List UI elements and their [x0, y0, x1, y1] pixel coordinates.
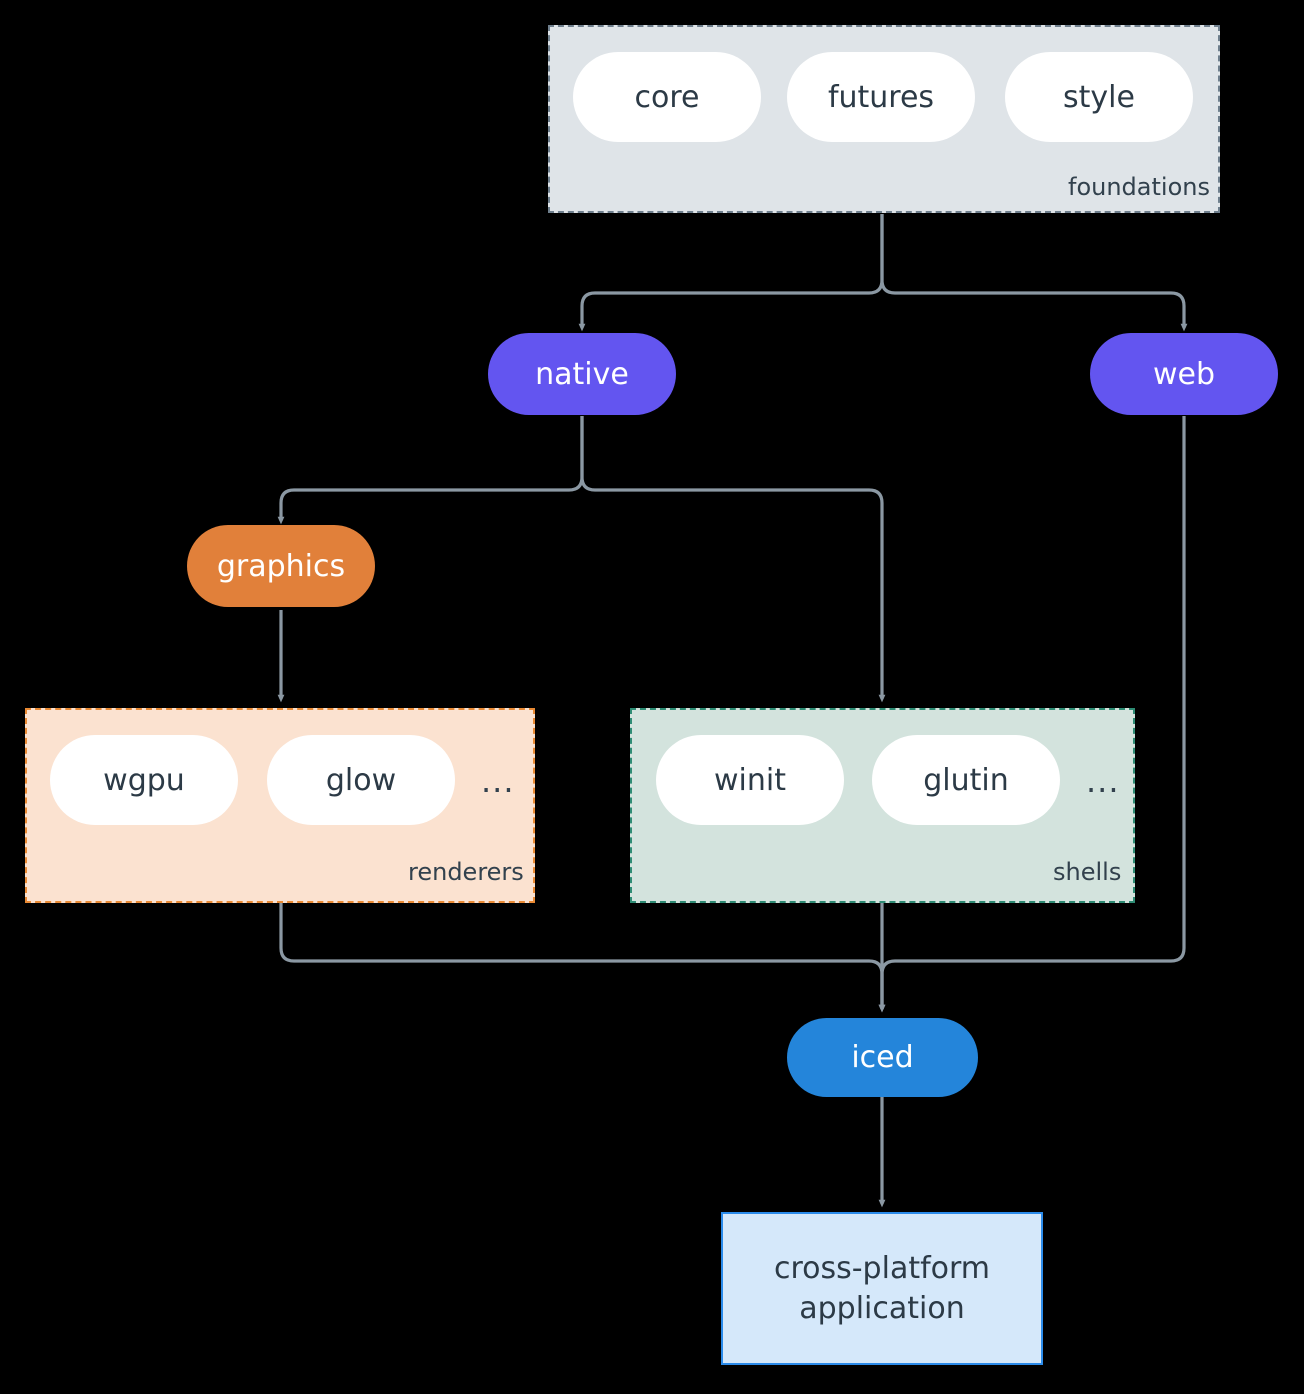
pill-core-label: core	[634, 79, 700, 115]
node-application[interactable]: cross-platform application	[721, 1212, 1043, 1365]
group-foundations-label: foundations	[1068, 173, 1210, 201]
pill-wgpu-label: wgpu	[103, 762, 185, 798]
pill-futures-label: futures	[827, 79, 935, 115]
pill-glutin-label: glutin	[923, 762, 1009, 798]
pill-core[interactable]: core	[573, 52, 761, 142]
node-web-label: web	[1152, 356, 1216, 392]
pill-winit[interactable]: winit	[656, 735, 844, 825]
pill-style[interactable]: style	[1005, 52, 1193, 142]
renderers-more-ellipsis: ...	[481, 762, 515, 800]
pill-style-label: style	[1063, 79, 1135, 115]
edge-native-shells	[580, 416, 886, 703]
node-iced-label: iced	[851, 1040, 914, 1075]
node-graphics[interactable]: graphics	[187, 525, 375, 607]
edge-renderers-iced	[279, 903, 886, 1013]
group-renderers-label: renderers	[408, 858, 524, 886]
node-iced[interactable]: iced	[787, 1018, 978, 1097]
node-native-label: native	[535, 356, 629, 392]
pill-glow[interactable]: glow	[267, 735, 455, 825]
group-shells-label: shells	[1053, 858, 1122, 886]
pill-winit-label: winit	[714, 762, 786, 798]
node-web[interactable]: web	[1090, 333, 1278, 415]
node-application-line2: application	[799, 1290, 965, 1326]
edge-foundations-web	[880, 214, 1188, 332]
node-application-line1: cross-platform	[773, 1250, 991, 1286]
pill-futures[interactable]: futures	[787, 52, 975, 142]
pill-wgpu[interactable]: wgpu	[50, 735, 238, 825]
edge-native-graphics	[277, 416, 584, 525]
edge-foundations-native	[578, 214, 884, 332]
shells-more-ellipsis: ...	[1086, 762, 1120, 800]
node-native[interactable]: native	[488, 333, 676, 415]
pill-glow-label: glow	[325, 762, 397, 798]
node-graphics-label: graphics	[216, 548, 346, 584]
pill-glutin[interactable]: glutin	[872, 735, 1060, 825]
